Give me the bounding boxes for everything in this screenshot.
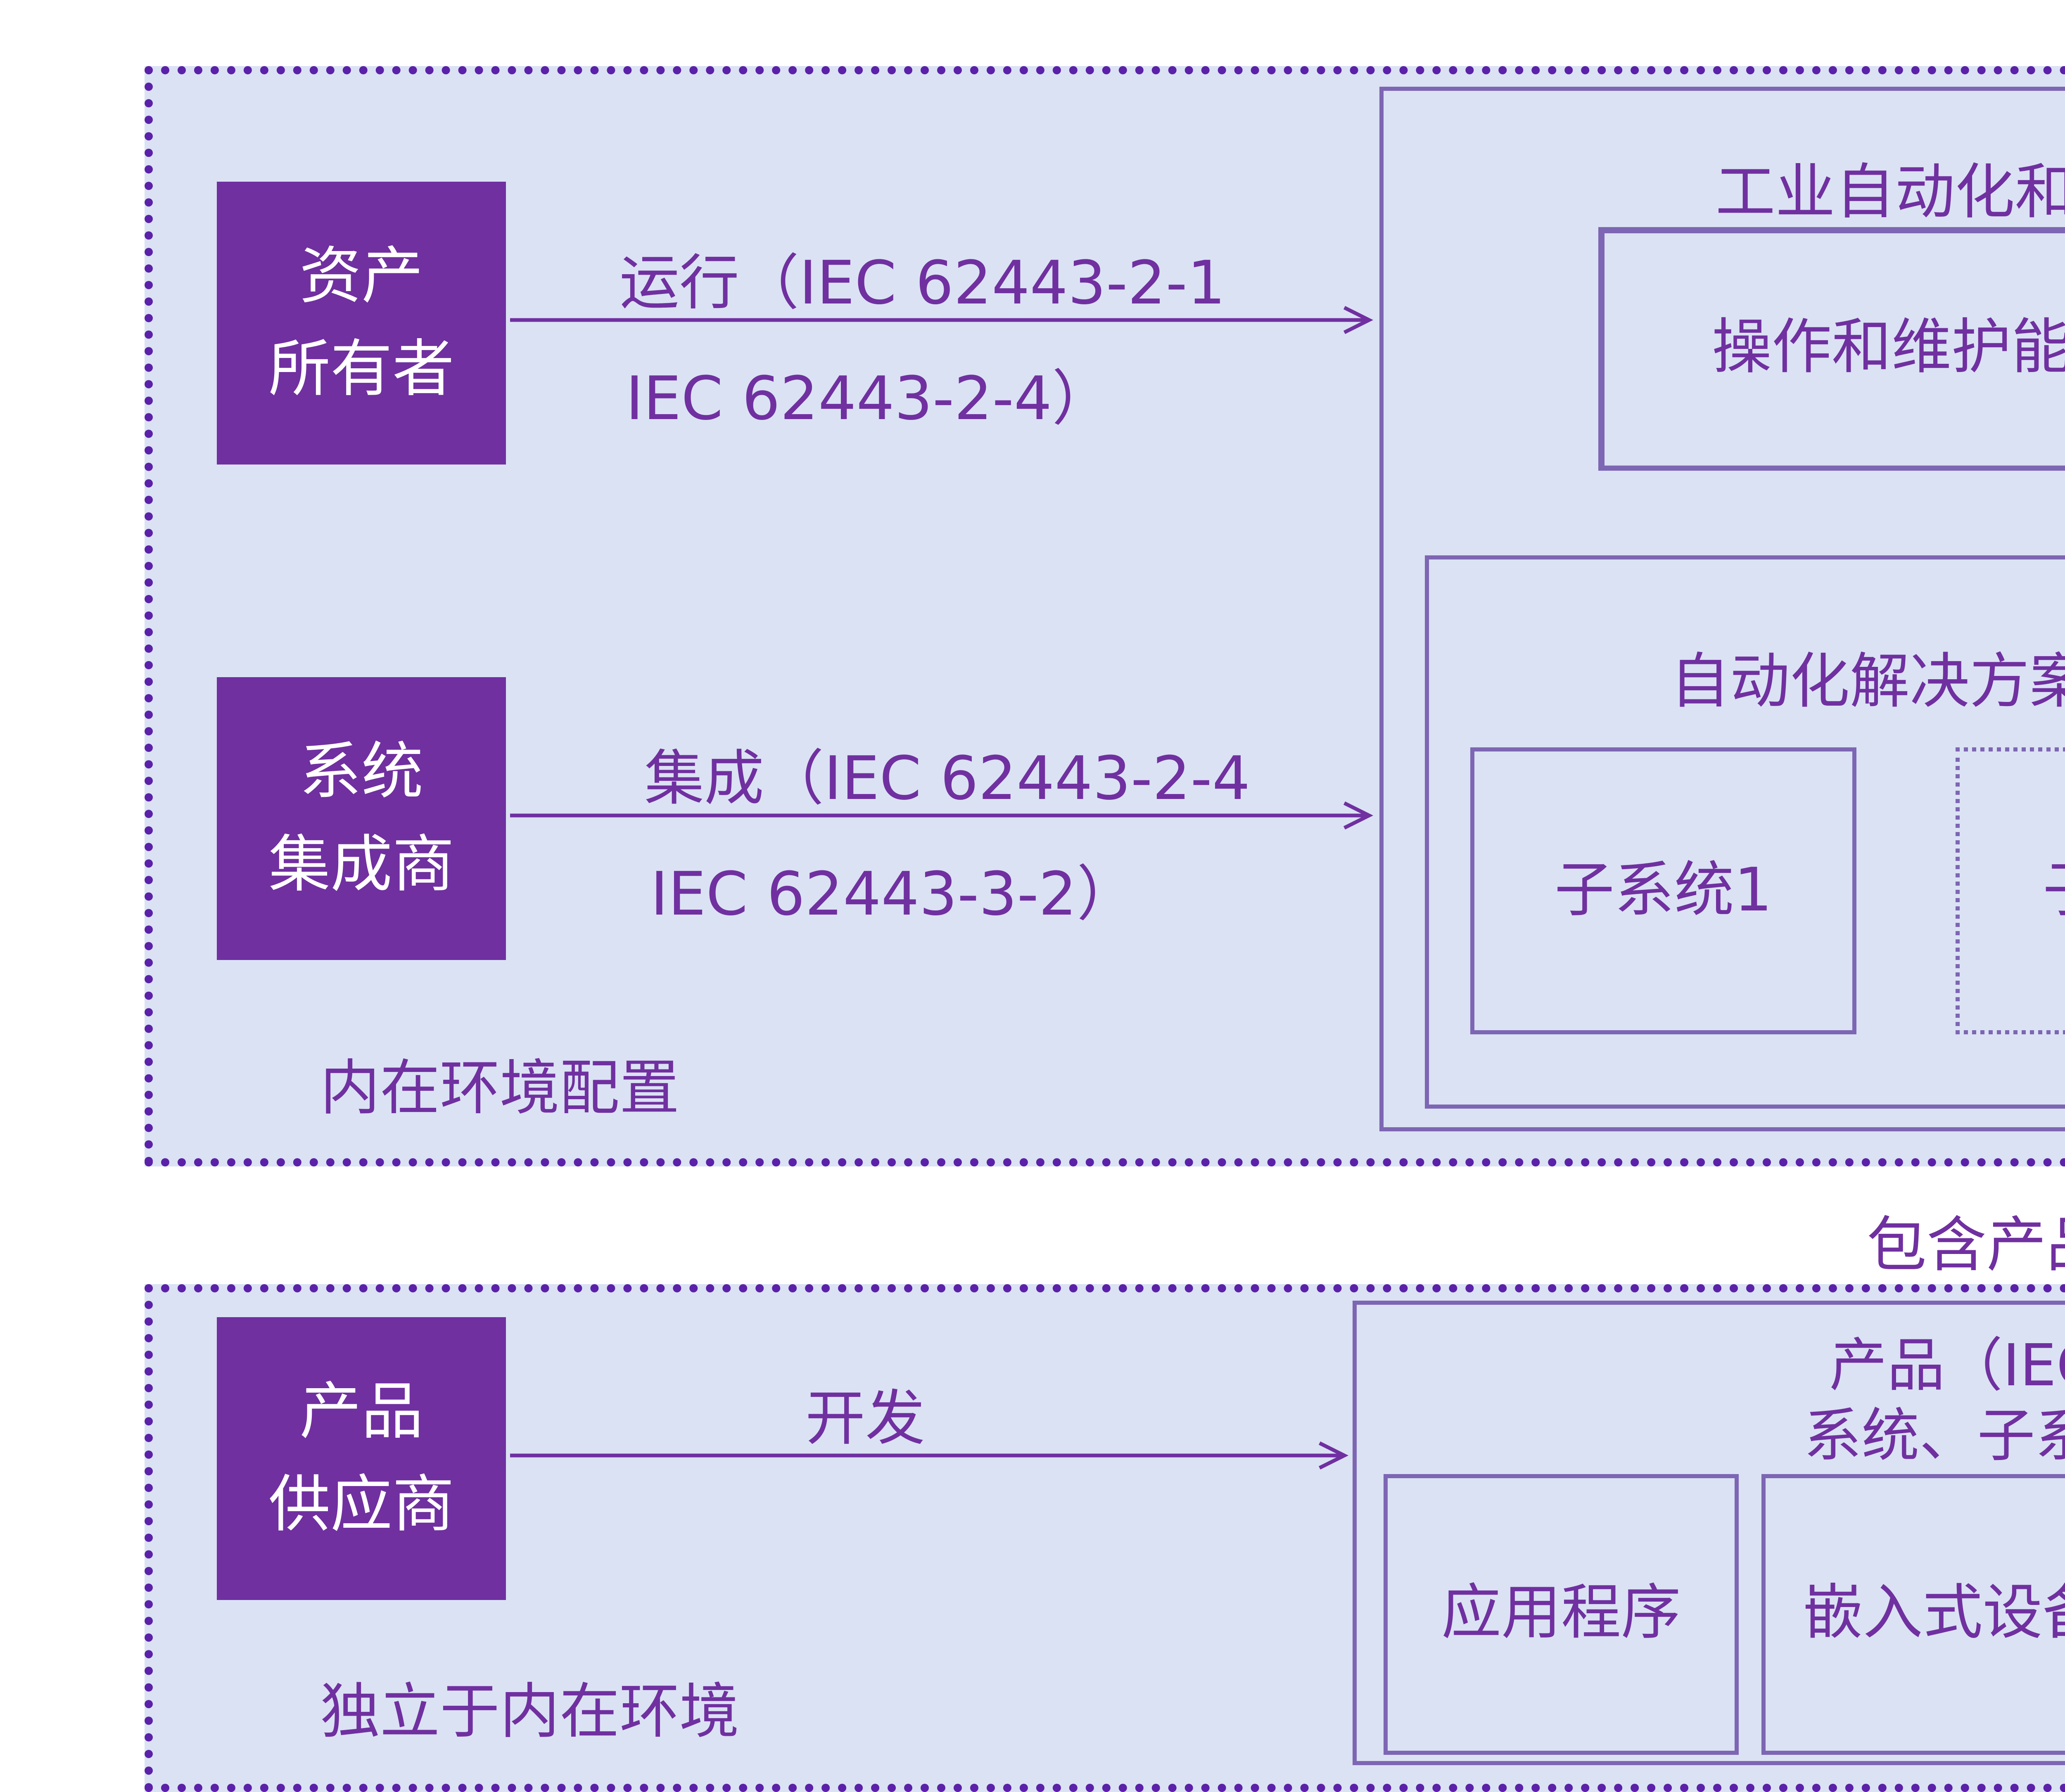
- product-item-embedded-device: 嵌入式设备: [1761, 1474, 2065, 1755]
- subsystem1-box: 子系统1: [1470, 747, 1856, 1034]
- operate-label-line1: 运行（IEC 62443-2-1: [620, 235, 1225, 322]
- product-supplier-box: 产品 供应商: [217, 1317, 506, 1600]
- product-items-row: 应用程序 嵌入式设备 网络组件 主机设备: [1384, 1474, 2065, 1755]
- asset-owner-label-line1: 资产: [299, 230, 423, 323]
- intrinsic-caption: 内在环境配置: [320, 1041, 679, 1127]
- develop-arrow: [510, 1437, 1353, 1474]
- system-integrator-box: 系统 集成商: [217, 677, 506, 960]
- product-item-application: 应用程序: [1384, 1474, 1739, 1755]
- integrate-label-line2: IEC 62443-3-2）: [650, 846, 1137, 933]
- develop-label: 开发: [805, 1371, 925, 1458]
- subsystem2-box: 子系统2: [1956, 747, 2065, 1034]
- operate-label-line2: IEC 62443-2-4）: [626, 351, 1112, 438]
- automation-solution-box: 自动化解决方案（IEC 62443-3-3） 子系统1 子系统2 补充的硬件 和…: [1425, 555, 2065, 1109]
- product-title-line2: 系统、子系统或组件，如：: [1357, 1391, 2065, 1474]
- integrate-label-line1: 集成（IEC 62443-2-4: [644, 731, 1250, 818]
- om-capability-label: 操作和维护能力（策略和规程）: [1598, 227, 2065, 471]
- automation-solution-title: 自动化解决方案（IEC 62443-3-3）: [1429, 634, 2065, 721]
- asset-owner-label-line2: 所有者: [268, 323, 454, 416]
- independent-caption: 独立于内在环境: [320, 1664, 739, 1751]
- asset-owner-box: 资产 所有者: [217, 182, 506, 465]
- iacs-title: 工业自动化和控制系统（IACS）: [1384, 145, 2065, 231]
- product-box: 产品（IEC 62443-4-2） 系统、子系统或组件，如： 应用程序 嵌入式设…: [1353, 1301, 2065, 1765]
- system-integrator-label-line1: 系统: [299, 726, 423, 819]
- iacs-box: 工业自动化和控制系统（IACS） 操作和维护能力（策略和规程） 自动化解决方案（…: [1379, 87, 2065, 1131]
- product-supplier-label-line2: 供应商: [268, 1459, 454, 1552]
- contains-product-label: 包含产品: [1776, 1197, 2065, 1284]
- product-supplier-label-line1: 产品: [299, 1366, 423, 1459]
- om-capability-box: 操作和维护能力（策略和规程）: [1598, 227, 2065, 471]
- system-integrator-label-line2: 集成商: [268, 819, 454, 912]
